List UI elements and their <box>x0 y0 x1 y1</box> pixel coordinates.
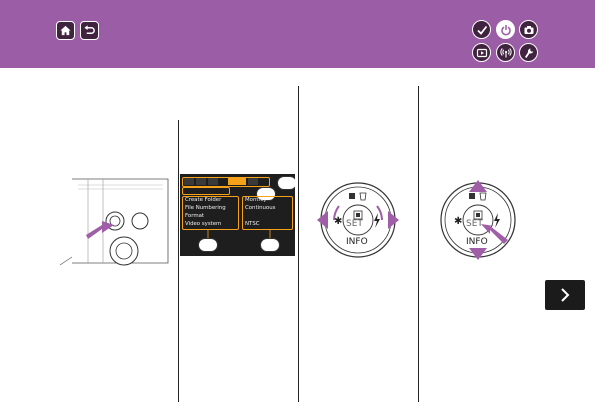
home-button[interactable] <box>56 21 75 40</box>
header-bar <box>0 0 595 68</box>
wrench-icon <box>524 48 533 58</box>
category-shooting-button[interactable] <box>519 20 538 39</box>
right-items-highlight <box>242 196 293 230</box>
menu-tab <box>208 178 218 185</box>
column-divider-1 <box>178 120 179 402</box>
column-divider-2 <box>298 86 299 402</box>
callout-bubble <box>277 176 295 190</box>
category-power-button[interactable] <box>496 20 515 39</box>
menu-item-video-system: Video system <box>185 221 222 227</box>
category-playback-button[interactable] <box>472 43 491 62</box>
menu-tab <box>248 178 258 185</box>
home-icon <box>60 25 71 36</box>
playback-icon <box>476 48 487 57</box>
category-basic-button[interactable] <box>472 20 491 39</box>
next-page-button[interactable] <box>545 280 585 310</box>
callout-lines <box>207 230 271 238</box>
svg-text:✱: ✱ <box>334 216 342 227</box>
menu-value-create-folder: Monthly <box>245 197 267 203</box>
menu-tab <box>184 178 194 185</box>
back-icon <box>84 25 95 35</box>
tab-highlight <box>182 177 270 187</box>
left-items-highlight <box>182 196 239 230</box>
back-button[interactable] <box>80 21 99 40</box>
dial-info-label: INFO <box>346 237 368 247</box>
dial-info-label: INFO <box>466 237 488 247</box>
control-dial-left-right: ✱ SET INFO <box>312 178 404 262</box>
checkmark-icon <box>476 25 487 35</box>
menu-item-format: Format <box>185 213 204 219</box>
dial-set-label: SET <box>466 219 483 229</box>
category-settings-button[interactable] <box>519 43 538 62</box>
wireless-icon <box>499 47 512 57</box>
callout-bubble <box>256 187 276 201</box>
category-wireless-button[interactable] <box>496 43 515 62</box>
callout-bubble <box>260 238 280 252</box>
camera-icon <box>524 25 533 34</box>
menu-value-file-numbering: Continuous <box>245 205 276 211</box>
control-dial-up-down: ✱ SET INFO <box>432 178 524 262</box>
subtab-highlight <box>182 187 230 195</box>
callout-bubble <box>198 238 218 252</box>
camera-top-illustration <box>58 175 170 267</box>
menu-tab-selected <box>228 178 246 185</box>
menu-value-video-system: NTSC <box>245 221 260 227</box>
column-divider-3 <box>418 86 419 402</box>
menu-item-create-folder: Create Folder <box>185 197 222 203</box>
menu-tab <box>196 178 206 185</box>
svg-text:✱: ✱ <box>454 216 462 227</box>
menu-screen-illustration: Create Folder File Numbering Format Vide… <box>180 174 295 256</box>
dial-set-label: SET <box>346 219 363 229</box>
power-icon <box>500 24 511 35</box>
menu-item-file-numbering: File Numbering <box>185 205 226 211</box>
chevron-right-icon <box>561 288 570 302</box>
